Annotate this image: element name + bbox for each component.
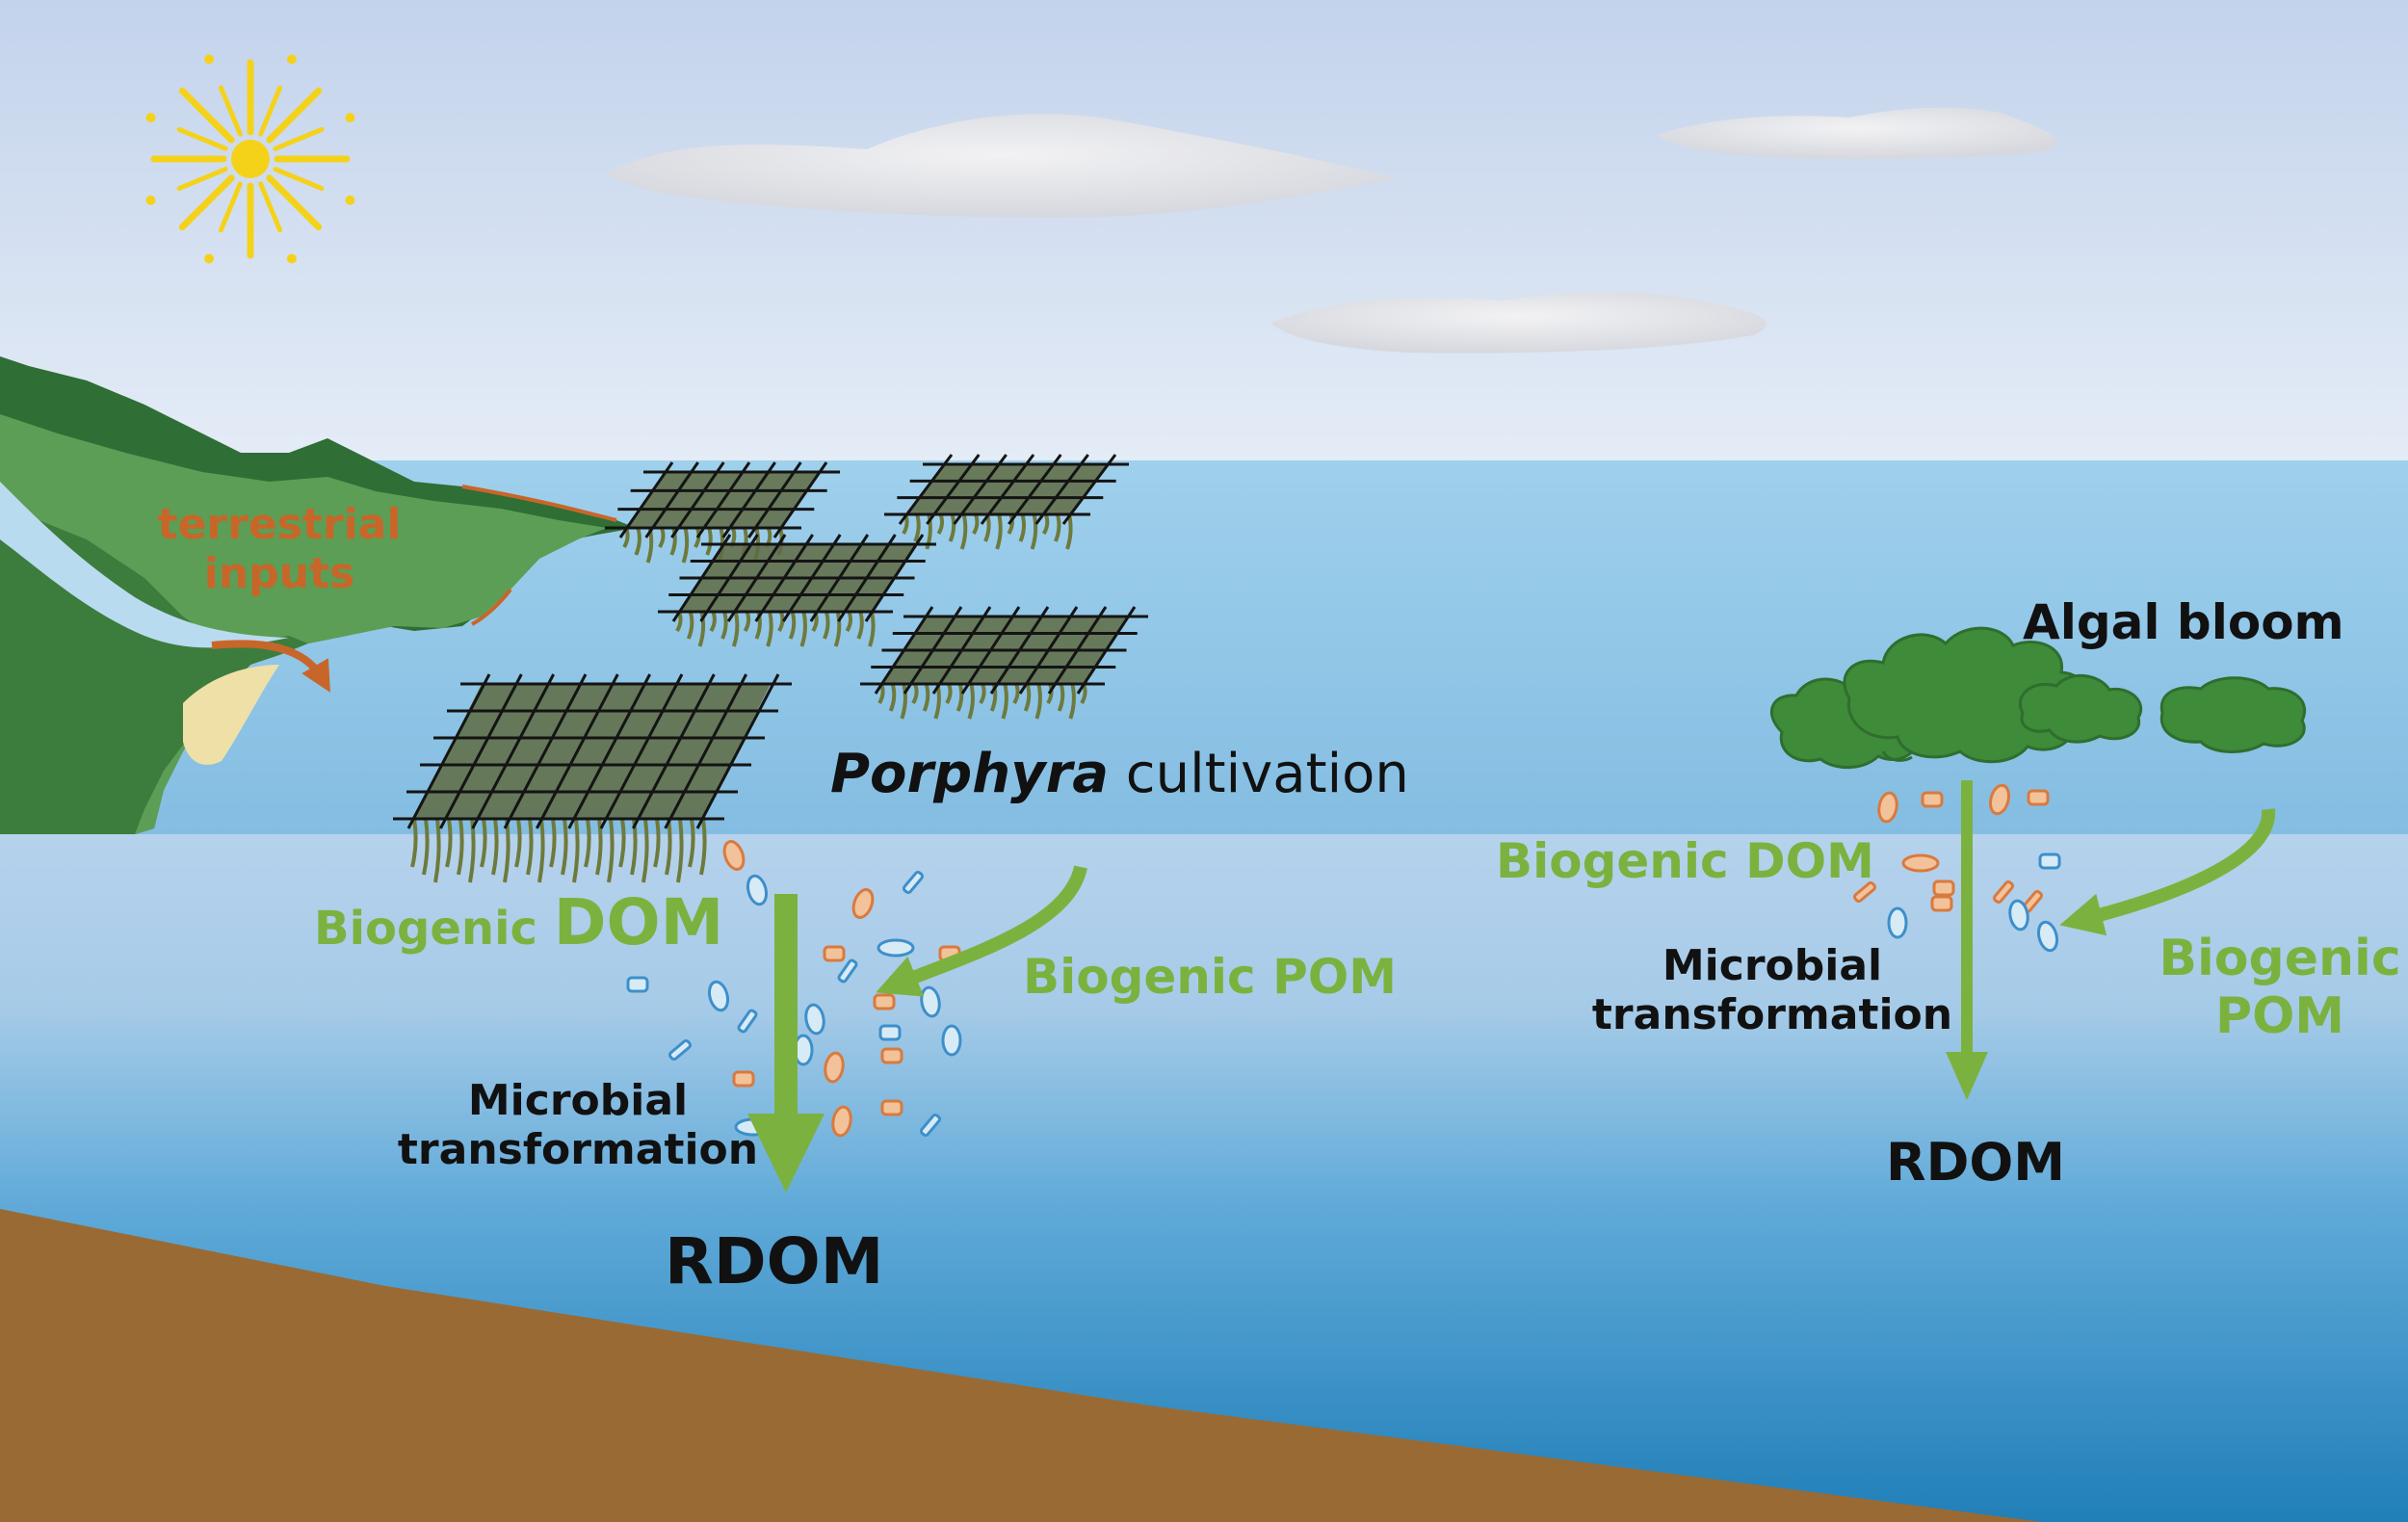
left-microbial-line1: Microbial	[467, 1076, 689, 1125]
terrestrial-inputs-label: terrestrial inputs	[144, 500, 414, 598]
cloud-right-top	[1657, 107, 2056, 159]
right-biogenic-dom-label: Biogenic DOM	[1496, 833, 1874, 889]
left-transformation-arrow	[747, 894, 824, 1193]
right-transformation-arrow	[1946, 780, 1988, 1100]
porphyra-net-5	[393, 673, 792, 883]
left-biogenic-pom-label: Biogenic POM	[1023, 949, 1397, 1005]
porphyra-net-2	[884, 454, 1129, 550]
right-microbial-label: Microbial transformation	[1589, 941, 1955, 1039]
right-pom-line2: POM	[2214, 986, 2345, 1045]
right-pom-line1: Biogenic	[2159, 930, 2401, 987]
clouds	[607, 107, 2056, 354]
terrestrial-line2: inputs	[203, 548, 355, 598]
algal-bloom-label: Algal bloom	[2023, 594, 2344, 650]
algal-bloom-icon	[1769, 626, 2306, 770]
right-pom-arrow	[2059, 808, 2276, 936]
seafloor	[0, 1209, 2042, 1522]
left-rdom-label: RDOM	[665, 1224, 884, 1299]
terrestrial-arrow	[211, 640, 330, 693]
right-microbial-line2: transformation	[1591, 989, 1953, 1039]
left-microbial-line2: transformation	[397, 1124, 759, 1174]
left-dom-word: DOM	[553, 885, 724, 959]
coastline-land	[0, 356, 636, 834]
porphyra-italic: Porphyra	[830, 743, 1109, 805]
left-biogenic-word: Biogenic	[314, 902, 554, 956]
porphyra-cultivation-label: Porphyra cultivation	[830, 743, 1409, 805]
left-microbial-label: Microbial transformation	[395, 1076, 761, 1174]
particles-right	[1852, 783, 2061, 953]
left-biogenic-dom-label: Biogenic DOM	[314, 886, 723, 959]
left-pom-arrow	[876, 865, 1087, 997]
cloud-right-middle	[1271, 292, 1767, 354]
porphyra-net-4	[860, 606, 1148, 720]
porphyra-nets	[393, 454, 1148, 883]
right-rdom-label: RDOM	[1886, 1132, 2066, 1193]
cloud-left	[607, 114, 1397, 218]
terrestrial-line1: terrestrial	[157, 500, 402, 549]
sun-icon	[145, 54, 355, 264]
sky	[0, 0, 2408, 462]
right-microbial-line1: Microbial	[1662, 941, 1883, 990]
right-biogenic-pom-label: Biogenic POM	[2150, 930, 2408, 1046]
porphyra-rest: cultivation	[1109, 743, 1409, 805]
porphyra-net-1	[605, 461, 840, 564]
porphyra-net-3	[658, 534, 936, 647]
